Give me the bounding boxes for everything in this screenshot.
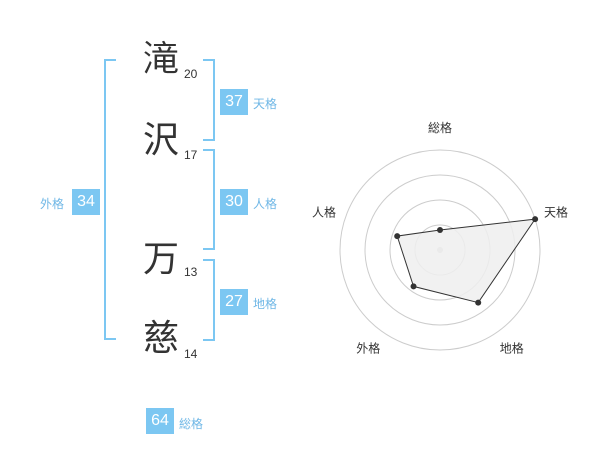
name-char-1: 滝: [143, 39, 180, 80]
chikaku-label: 地格: [253, 297, 278, 311]
jinkaku-label: 人格: [253, 197, 278, 211]
radar-axis-label: 人格: [312, 204, 336, 219]
radar-series-area: [396, 218, 537, 304]
soukaku-value: 64: [146, 408, 174, 434]
radar-axis-label: 地格: [500, 341, 524, 356]
stroke-count-3: 13: [184, 265, 198, 279]
chikaku-bracket: [203, 259, 215, 341]
stroke-count-1: 20: [184, 67, 198, 81]
jinkaku-bracket: [203, 149, 215, 250]
soukaku-label: 総格: [179, 417, 204, 431]
radar-grid-ring: [339, 149, 541, 351]
radar-grid-ring: [364, 174, 516, 326]
stroke-count-4: 14: [184, 347, 198, 361]
name-char-2: 沢: [143, 120, 180, 161]
radar-data-point: [437, 227, 443, 233]
tenkaku-value: 37: [220, 89, 248, 115]
chikaku-value: 27: [220, 289, 248, 315]
radar-data-point: [475, 299, 482, 306]
gaikaku-label: 外格: [40, 197, 65, 211]
radar-data-point: [394, 233, 401, 240]
tenkaku-bracket: [203, 59, 215, 141]
radar-axis-label: 総格: [428, 120, 452, 135]
radar-axis-label: 天格: [544, 204, 568, 219]
gaikaku-value: 34: [72, 189, 100, 215]
stroke-count-2: 17: [184, 148, 198, 162]
jinkaku-value: 30: [220, 189, 248, 215]
gaikaku-bracket: [104, 59, 116, 340]
name-char-3: 万: [143, 239, 180, 280]
radar-data-point: [532, 216, 539, 223]
name-char-4: 慈: [143, 318, 180, 359]
radar-axis-label: 外格: [356, 341, 380, 356]
tenkaku-label: 天格: [253, 97, 278, 111]
radar-data-point: [410, 283, 417, 290]
